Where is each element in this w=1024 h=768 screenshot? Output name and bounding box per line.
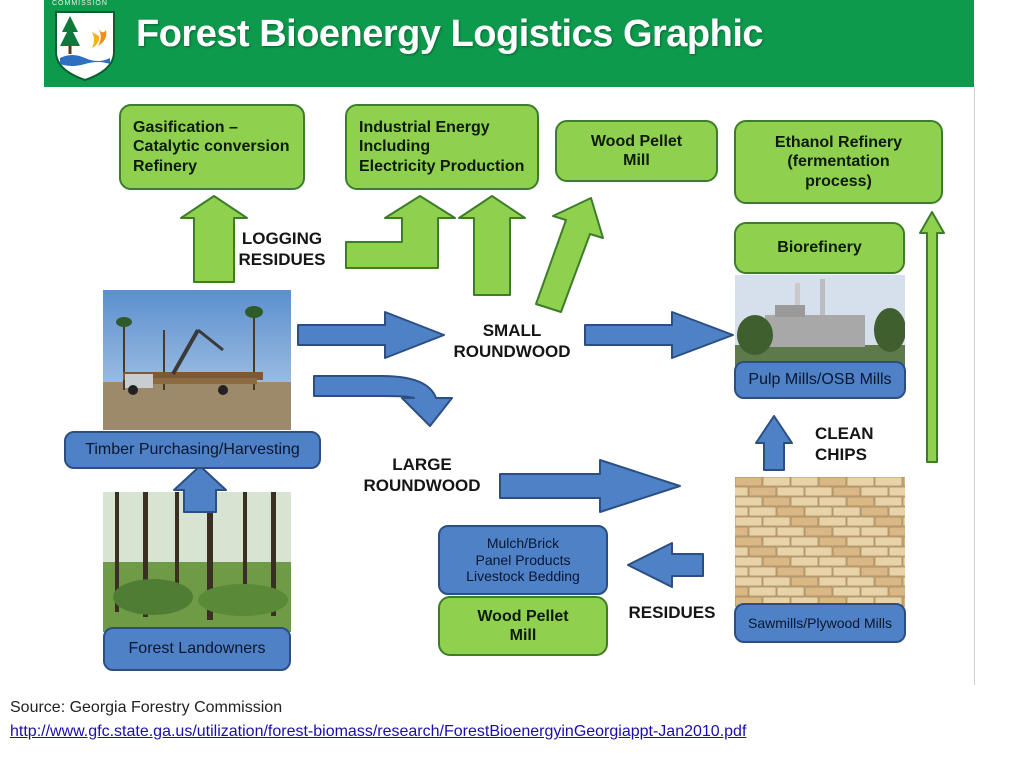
- header-banner: COMMISSION Forest Bioenergy Logistics Gr…: [44, 0, 974, 87]
- pine-forest-photo: [103, 492, 291, 632]
- arrow-up-to-pulp-mills: [755, 415, 793, 471]
- forestry-commission-logo: [55, 11, 115, 82]
- arrow-left-to-mulch: [627, 542, 704, 588]
- small-roundwood-label: SMALL ROUNDWOOD: [453, 321, 571, 362]
- arrow-bent-to-industrial-energy: [345, 195, 456, 269]
- lumber-stack-photo: [735, 477, 905, 607]
- industrial-energy-box: Industrial Energy Including Electricity …: [345, 104, 539, 190]
- arrow-right-to-small-roundwood: [297, 311, 445, 359]
- source-url-link[interactable]: http://www.gfc.state.ga.us/utilization/f…: [10, 723, 747, 740]
- gasification-refinery-box: Gasification – Catalytic conversion Refi…: [119, 104, 305, 190]
- mulch-panel-bedding-box: Mulch/Brick Panel Products Livestock Bed…: [438, 525, 608, 595]
- sawmills-plywood-box: Sawmills/Plywood Mills: [734, 603, 906, 643]
- arrow-diagonal-to-wood-pellet: [535, 197, 604, 313]
- logo-caption: COMMISSION: [52, 0, 108, 7]
- wood-pellet-mill-top-box: Wood Pellet Mill: [555, 120, 718, 182]
- arrow-right-to-pulp-mills: [584, 311, 734, 359]
- ethanol-refinery-box: Ethanol Refinery (fermentation process): [734, 120, 943, 204]
- wood-pellet-mill-bottom-box: Wood Pellet Mill: [438, 596, 608, 656]
- residues-label: RESIDUES: [628, 603, 716, 622]
- clean-chips-label: CLEAN CHIPS: [815, 424, 874, 465]
- arrow-up-to-gasification: [180, 195, 248, 283]
- arrow-up-to-industrial-energy: [458, 195, 526, 296]
- page-title: Forest Bioenergy Logistics Graphic: [136, 13, 764, 55]
- source-citation: Source: Georgia Forestry Commission: [10, 699, 283, 716]
- arrow-curved-to-large-roundwood: [313, 375, 453, 427]
- large-roundwood-label: LARGE ROUNDWOOD: [363, 455, 481, 496]
- forest-landowners-box: Forest Landowners: [103, 627, 291, 671]
- logging-residues-label: LOGGING RESIDUES: [238, 229, 326, 270]
- arrow-long-up-to-ethanol: [919, 211, 945, 463]
- biorefinery-box: Biorefinery: [734, 222, 905, 274]
- pulp-osb-mills-box: Pulp Mills/OSB Mills: [734, 361, 906, 399]
- arrow-up-to-timber: [173, 465, 227, 513]
- arrow-right-to-sawmills: [499, 459, 681, 513]
- timber-purchasing-box: Timber Purchasing/Harvesting: [64, 431, 321, 469]
- timber-harvesting-photo: [103, 290, 291, 430]
